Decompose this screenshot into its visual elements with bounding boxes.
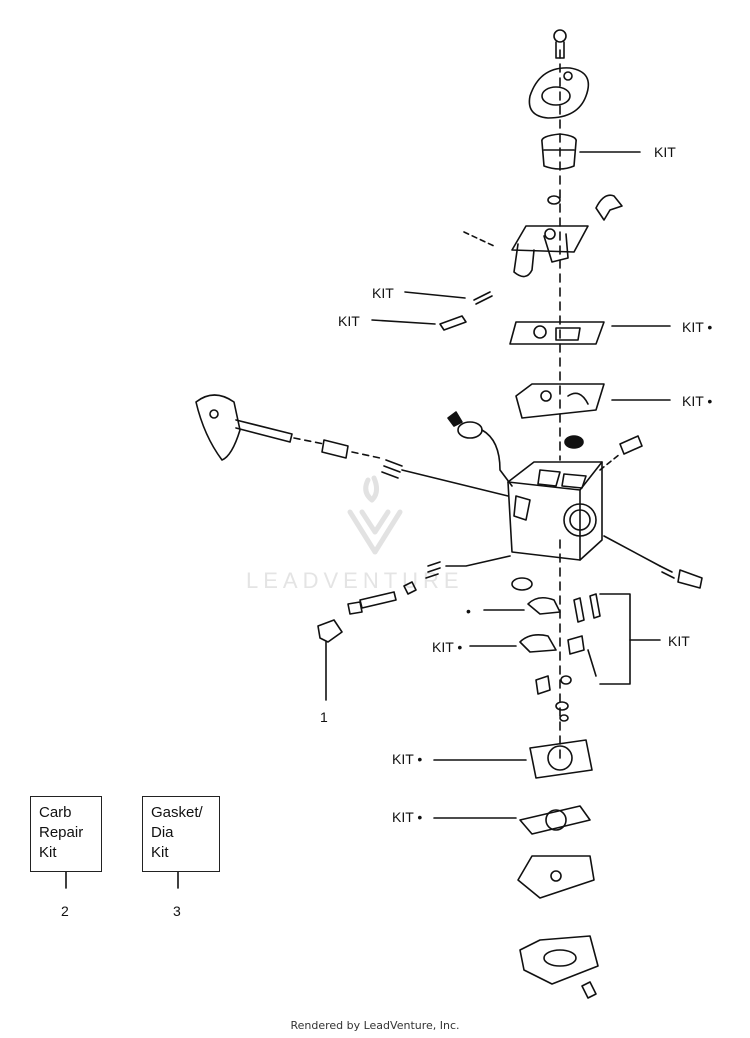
inlet-elbow — [595, 194, 623, 221]
box-line: Repair — [39, 824, 84, 841]
throttle-lever — [195, 394, 293, 461]
idle-screw — [347, 591, 397, 615]
kit-label-nozzle: KIT — [654, 144, 676, 160]
kit-label-upper-needle: KIT — [338, 313, 360, 329]
kit-label-metering-gasket: KIT • — [392, 751, 423, 767]
callout-3: 3 — [173, 903, 181, 919]
upper-needle-spring — [439, 291, 493, 331]
carburetor-body — [507, 461, 603, 561]
box-line: Gasket/ — [151, 804, 203, 821]
kit-label-upper-spring: KIT — [372, 285, 394, 301]
metering-gasket — [529, 739, 593, 779]
kit-label-metering-diaphragm: KIT • — [392, 809, 423, 825]
kit-bracket — [599, 593, 631, 685]
box-line: Kit — [39, 844, 57, 861]
gasket-dia-kit-box: Gasket/ Dia Kit — [142, 796, 220, 872]
pump-cover — [528, 67, 590, 119]
callout-1: 1 — [320, 709, 328, 725]
metering-diaphragm — [519, 805, 591, 835]
small-washer — [547, 195, 561, 205]
bullet-needle-lever: • — [466, 603, 471, 619]
bottom-cover — [519, 935, 599, 985]
kit-label-needle-valve: KIT • — [432, 639, 463, 655]
throttle-spring — [381, 459, 403, 479]
choke-plate — [447, 411, 513, 487]
watermark-text: LEADVENTURE — [246, 568, 464, 593]
box-line: Carb — [39, 804, 72, 821]
box-line: Kit — [151, 844, 169, 861]
limiter-cap — [317, 619, 343, 643]
diaphragm-plate — [515, 383, 605, 419]
footer-credit: Rendered by LeadVenture, Inc. — [290, 1019, 460, 1032]
top-screw — [553, 29, 567, 59]
welch-plug — [564, 435, 584, 449]
shaft-bushing — [321, 439, 349, 459]
metering-plate — [511, 225, 589, 278]
nozzle-cap — [541, 133, 577, 170]
top-gasket — [509, 321, 605, 345]
box-line: Dia — [151, 824, 174, 841]
needle-valve-parts — [519, 593, 601, 695]
metering-cover — [517, 855, 595, 899]
lower-spring — [425, 561, 441, 579]
kit-label-bracket: KIT — [668, 633, 690, 649]
pin — [619, 435, 643, 455]
carb-repair-kit-box: Carb Repair Kit — [30, 796, 102, 872]
kit-label-diaphragm: KIT • — [682, 393, 713, 409]
right-needle — [659, 565, 703, 589]
kit-label-gasket: KIT • — [682, 319, 713, 335]
throttle-axis — [293, 437, 325, 445]
callout-2: 2 — [61, 903, 69, 919]
watermark-logo — [347, 475, 403, 555]
